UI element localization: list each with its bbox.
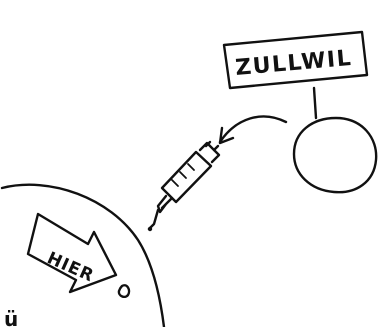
hier-arrow-outline bbox=[26, 212, 118, 294]
curved-arrow bbox=[218, 115, 288, 145]
sign-board bbox=[222, 30, 369, 90]
syringe-barrel bbox=[160, 150, 213, 204]
hier-arrow: HIER bbox=[26, 212, 118, 294]
curved-arrow-head bbox=[218, 126, 235, 145]
region-boundary bbox=[0, 183, 166, 327]
syringe-marks bbox=[171, 163, 195, 187]
syringe-icon bbox=[147, 140, 221, 232]
place-circle bbox=[292, 116, 378, 194]
syringe-plunger bbox=[204, 140, 220, 152]
smiley-glyph: ü bbox=[4, 307, 18, 327]
location-marker bbox=[117, 284, 131, 299]
place-sign: ZULLWIL bbox=[222, 30, 369, 120]
syringe-needle bbox=[147, 208, 160, 231]
sign-label: ZULLWIL bbox=[234, 46, 353, 81]
sign-post bbox=[312, 86, 318, 120]
syringe-tip bbox=[156, 194, 174, 214]
syringe-cap bbox=[198, 141, 221, 164]
syringe-droplet bbox=[147, 226, 153, 232]
curved-arrow-shaft bbox=[218, 115, 288, 144]
smiley-icon: ü bbox=[4, 307, 18, 327]
hier-label: HIER bbox=[44, 248, 97, 286]
